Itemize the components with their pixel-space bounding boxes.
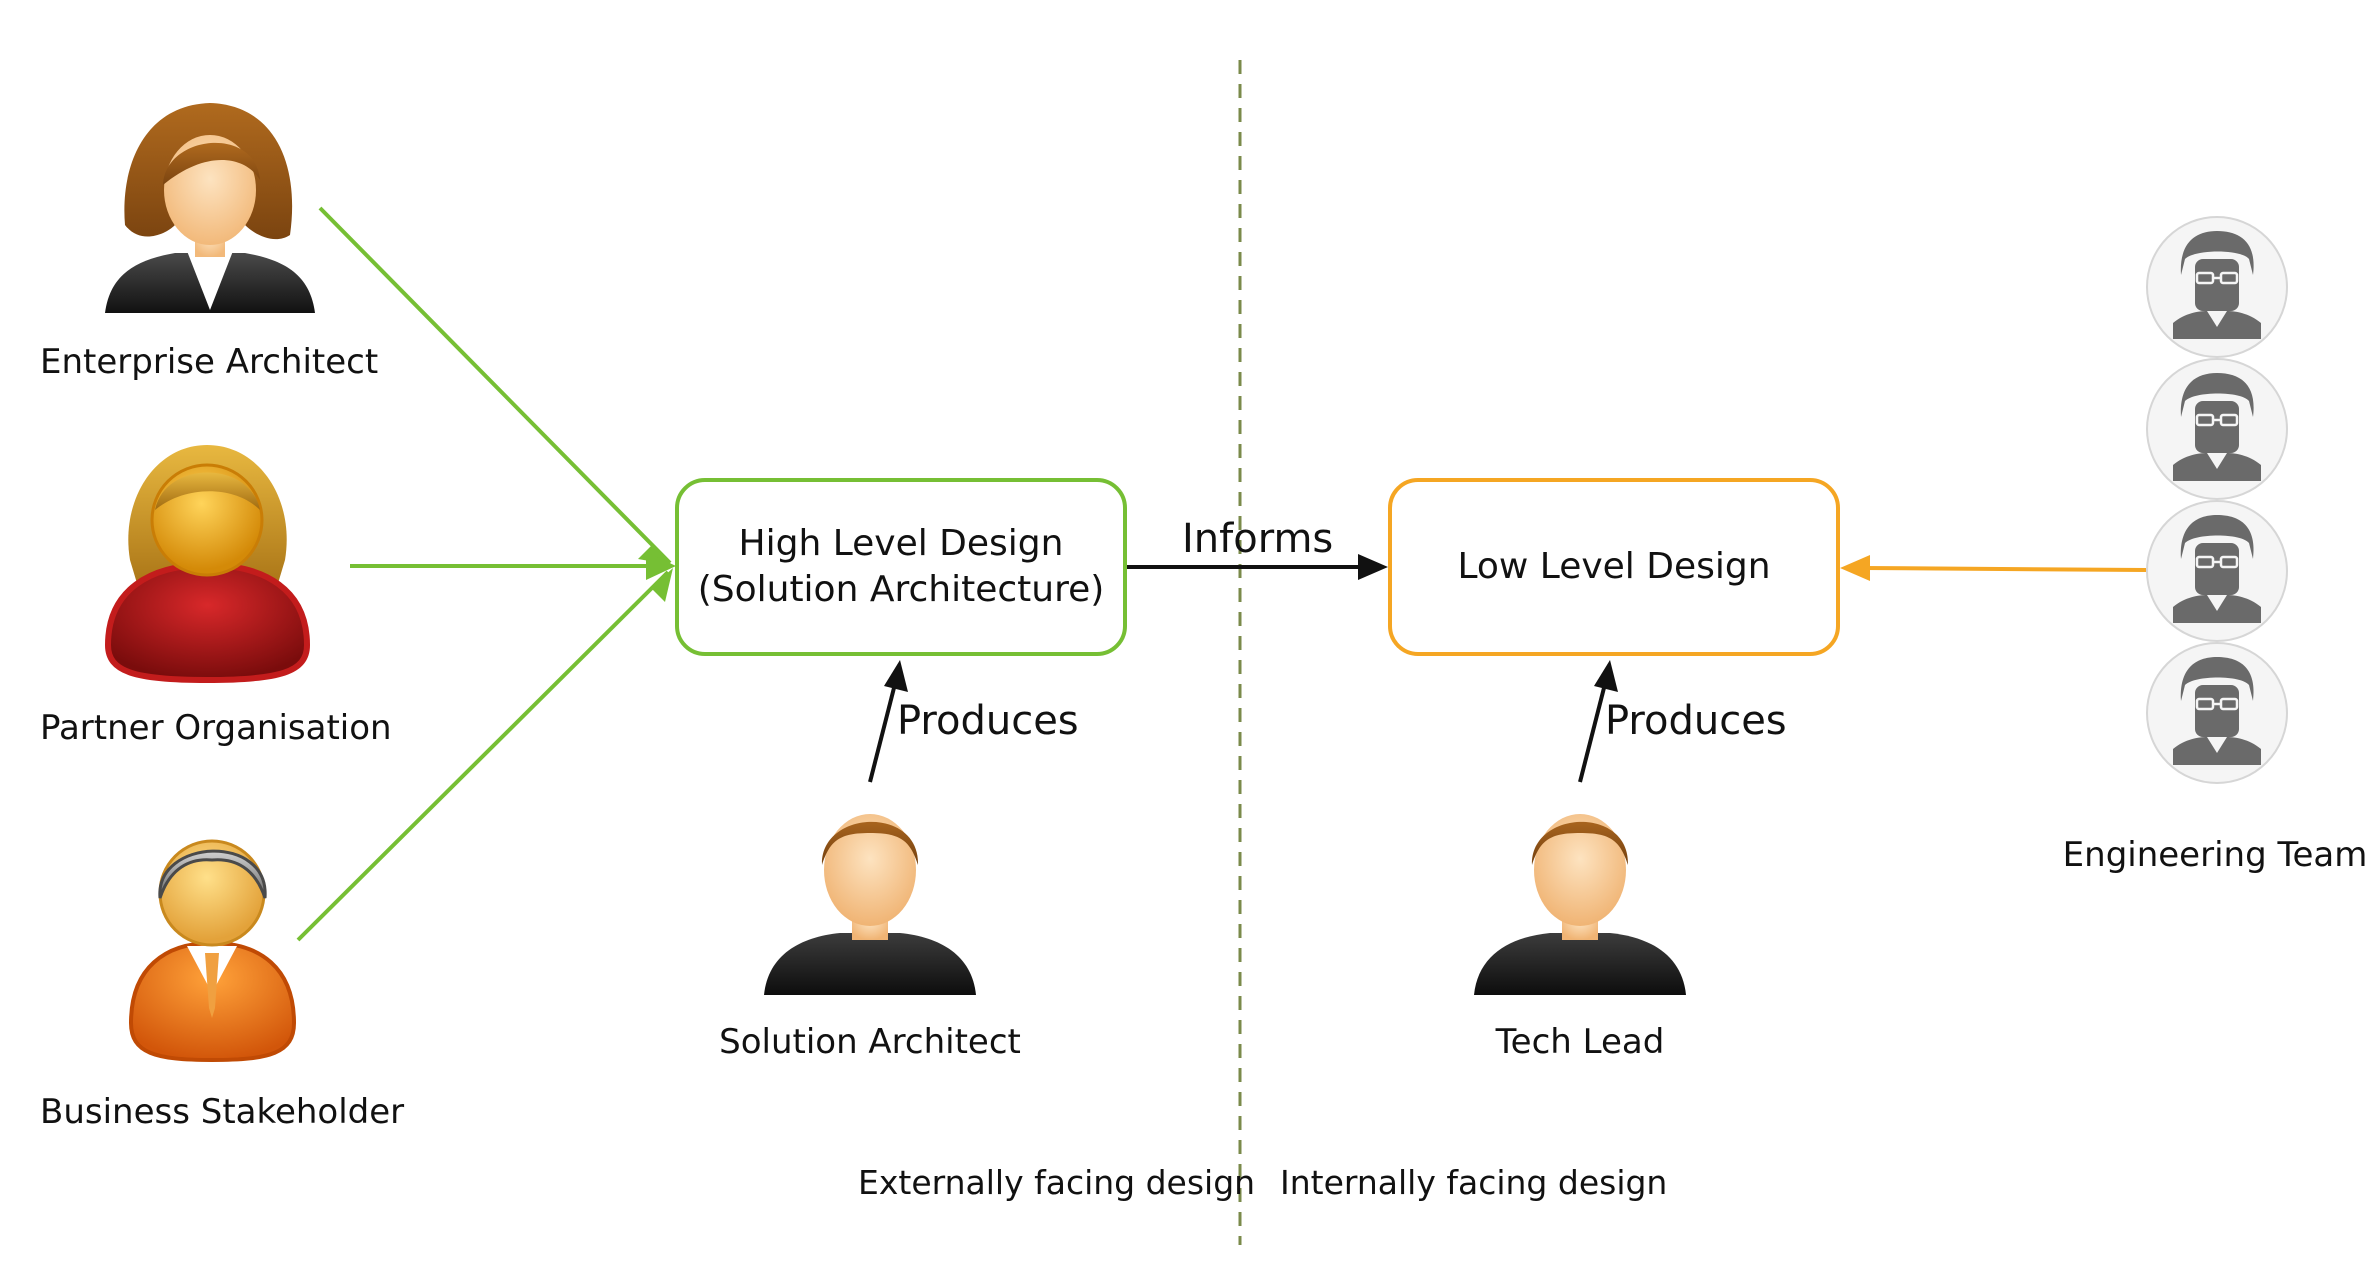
team-arrow [1861, 566, 2147, 572]
produces-hld-arrow [868, 679, 898, 783]
produces-hld-label: Produces [897, 698, 1079, 744]
engineer-avatar-icon [2146, 216, 2288, 358]
engineer-avatar-icon [2146, 642, 2288, 784]
engineer-avatar-icon [2146, 500, 2288, 642]
high-level-design-box: High Level Design (Solution Architecture… [675, 478, 1127, 656]
solution-architect-label: Solution Architect [719, 1022, 1021, 1062]
female-user-icon [105, 103, 315, 313]
externally-facing-label: Externally facing design [858, 1163, 1256, 1202]
hld-subtitle: (Solution Architecture) [697, 569, 1105, 610]
produces-lld-label: Produces [1605, 698, 1787, 744]
tech-lead-label: Tech Lead [1495, 1022, 1665, 1062]
produces-lld-arrow [1578, 679, 1608, 783]
engineering-team-label: Engineering Team [2062, 835, 2368, 875]
male-user-icon [764, 814, 976, 995]
male-user-icon [1474, 814, 1686, 995]
business-stakeholder-label: Business Stakeholder [40, 1092, 405, 1132]
hld-title: High Level Design [738, 523, 1064, 564]
engineer-avatar-icon [2146, 358, 2288, 500]
red-user-icon [104, 445, 311, 684]
low-level-design-box: Low Level Design [1388, 478, 1840, 656]
stakeholder-arrows [296, 206, 676, 942]
enterprise-architect-label: Enterprise Architect [40, 342, 379, 382]
lld-title: Low Level Design [1457, 546, 1771, 587]
business-user-icon [128, 839, 297, 1063]
informs-label: Informs [1182, 516, 1334, 562]
partner-organisation-label: Partner Organisation [40, 708, 392, 748]
internally-facing-label: Internally facing design [1280, 1163, 1668, 1202]
